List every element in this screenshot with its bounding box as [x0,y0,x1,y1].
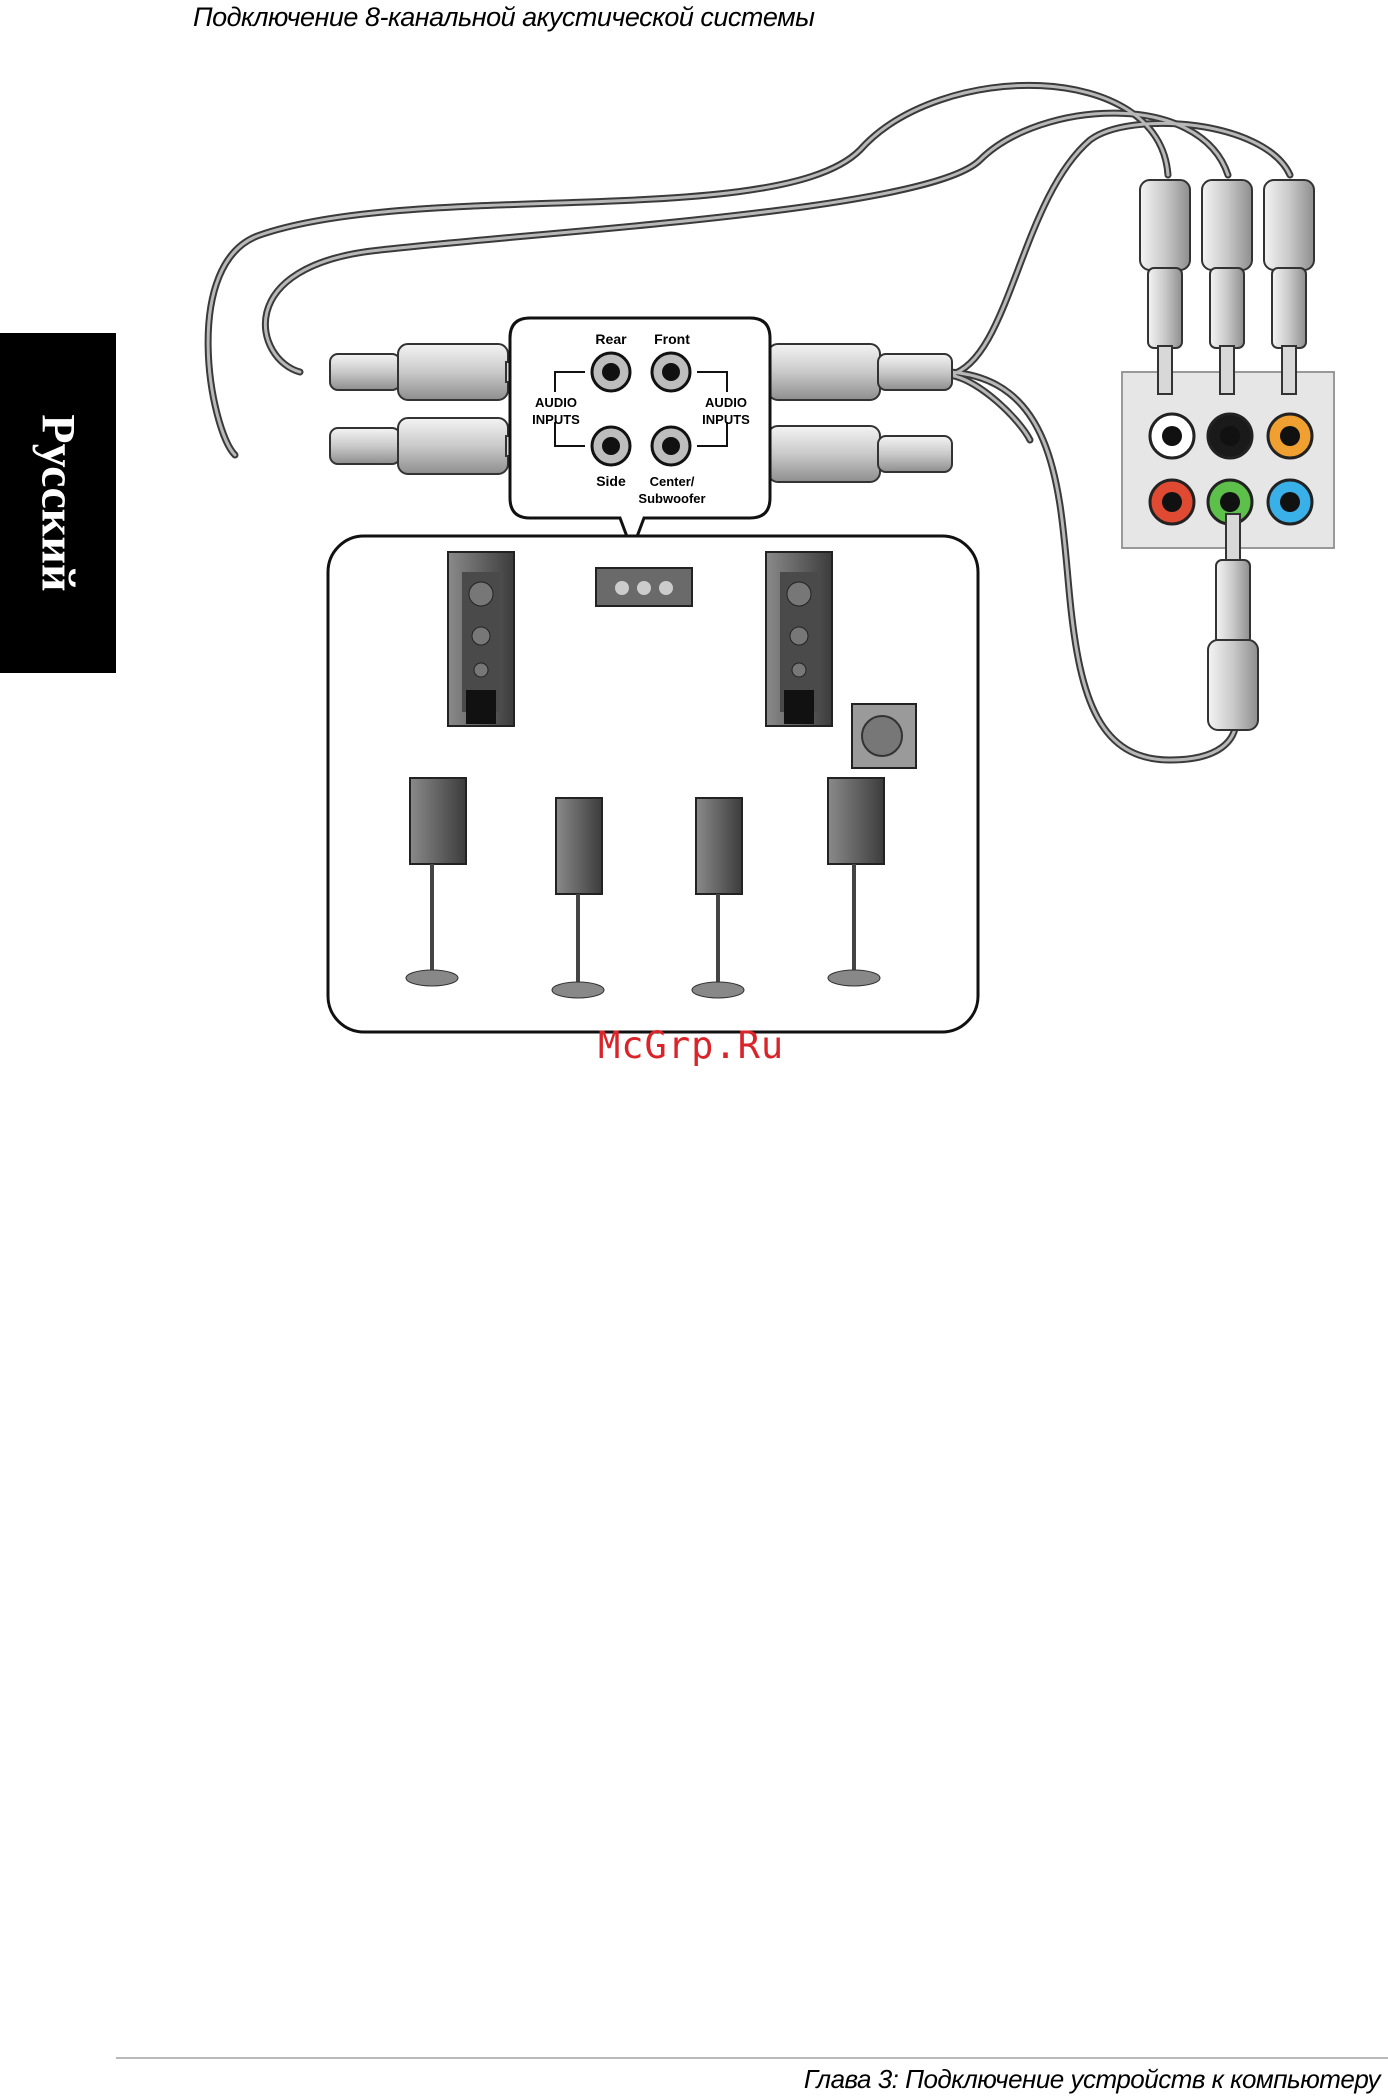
label-rear: Rear [595,331,627,347]
jack-blue-hole [1280,492,1300,512]
label-audio-inputs-right-1: AUDIO [705,395,747,410]
jack-green-hole [1220,492,1240,512]
label-side: Side [596,473,626,489]
panel-plugs-top [1140,180,1314,394]
jack-red-hole [1162,492,1182,512]
footer-chapter-title: Глава 3: Подключение устройств к компьют… [804,2064,1380,2095]
footer-divider [116,2057,1388,2059]
label-audio-inputs-left-1: AUDIO [535,395,577,410]
tower-speaker-left-icon [448,552,514,726]
subwoofer-icon [852,704,916,768]
tower-speaker-right-icon [766,552,832,726]
label-subwoofer: Subwoofer [638,491,705,506]
speaker-connection-diagram: Rear Front Side Center/ Subwoofer AUDIO … [0,0,1388,1070]
jack-orange-hole [1280,426,1300,446]
label-front: Front [654,331,690,347]
label-center: Center/ [650,474,695,489]
jack-white-hole [1162,426,1182,446]
watermark: McGrp.Ru [598,1024,784,1067]
label-audio-inputs-left-2: INPUTS [532,412,580,427]
jack-black-hole [1220,426,1240,446]
speaker-system-box [328,536,978,1032]
speaker-input-callout: Rear Front Side Center/ Subwoofer AUDIO … [510,318,770,550]
label-audio-inputs-right-2: INPUTS [702,412,750,427]
